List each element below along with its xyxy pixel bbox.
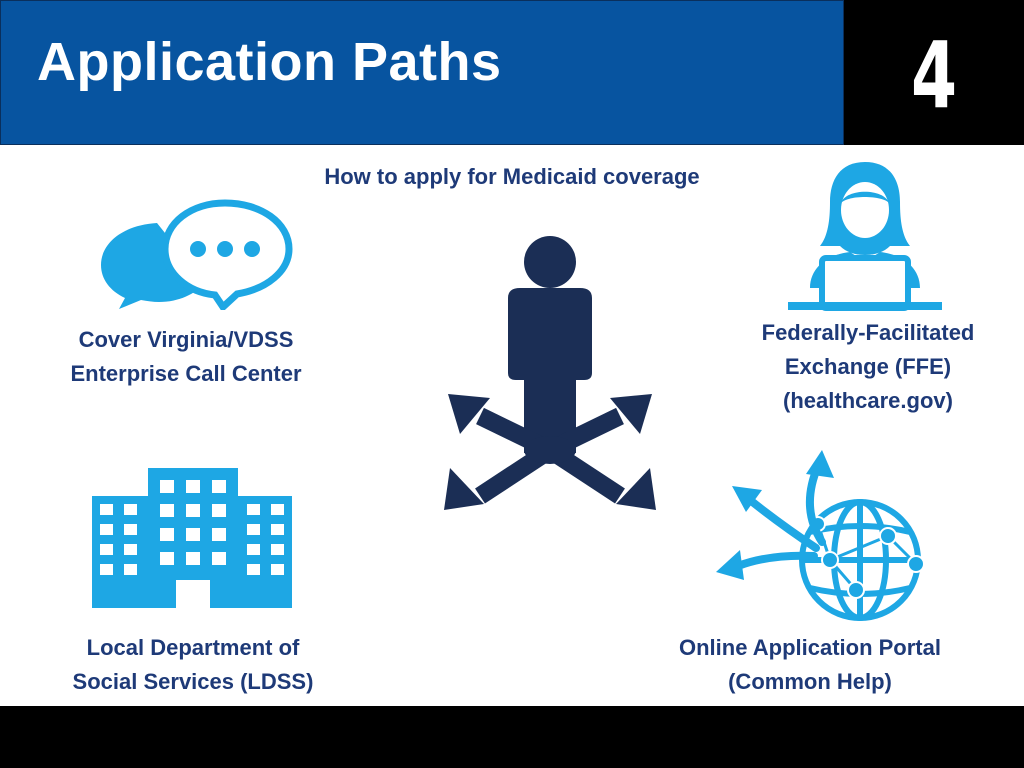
subtitle: How to apply for Medicaid coverage xyxy=(324,164,700,189)
person-crossroads-arrows-icon xyxy=(444,236,656,510)
ffe-line-2: Exchange (FFE) xyxy=(784,354,952,379)
portal-line-1: Online Application Portal xyxy=(679,635,941,660)
page-title: Application Paths xyxy=(37,32,502,92)
path-call-center-label: Cover Virginia/VDSS Enterprise Call Cent… xyxy=(36,323,336,391)
ldss-line-2: Social Services (LDSS) xyxy=(72,669,314,694)
call-center-line-2: Enterprise Call Center xyxy=(70,361,302,386)
bottom-black-bar xyxy=(0,706,1024,768)
slide-number: 4 xyxy=(910,22,958,129)
path-portal-label: Online Application Portal (Common Help) xyxy=(650,631,970,699)
globe-network-icon xyxy=(716,450,925,621)
path-ldss-label: Local Department of Social Services (LDS… xyxy=(40,631,346,699)
portal-line-2: (Common Help) xyxy=(728,669,892,694)
slide-number-box: 4 xyxy=(844,0,1024,145)
person-laptop-icon xyxy=(788,162,942,311)
title-banner: Application Paths xyxy=(0,0,844,145)
ffe-line-1: Federally-Facilitated xyxy=(761,320,975,345)
call-center-line-1: Cover Virginia/VDSS xyxy=(78,327,294,352)
office-building-icon xyxy=(92,468,292,608)
path-ffe-label: Federally-Facilitated Exchange (FFE) (he… xyxy=(728,316,1008,418)
slide: Application Paths 4 How to apply for Med… xyxy=(0,0,1024,706)
ldss-line-1: Local Department of xyxy=(86,635,300,660)
chat-bubbles-icon xyxy=(101,199,293,310)
ffe-line-3: (healthcare.gov) xyxy=(783,388,953,413)
